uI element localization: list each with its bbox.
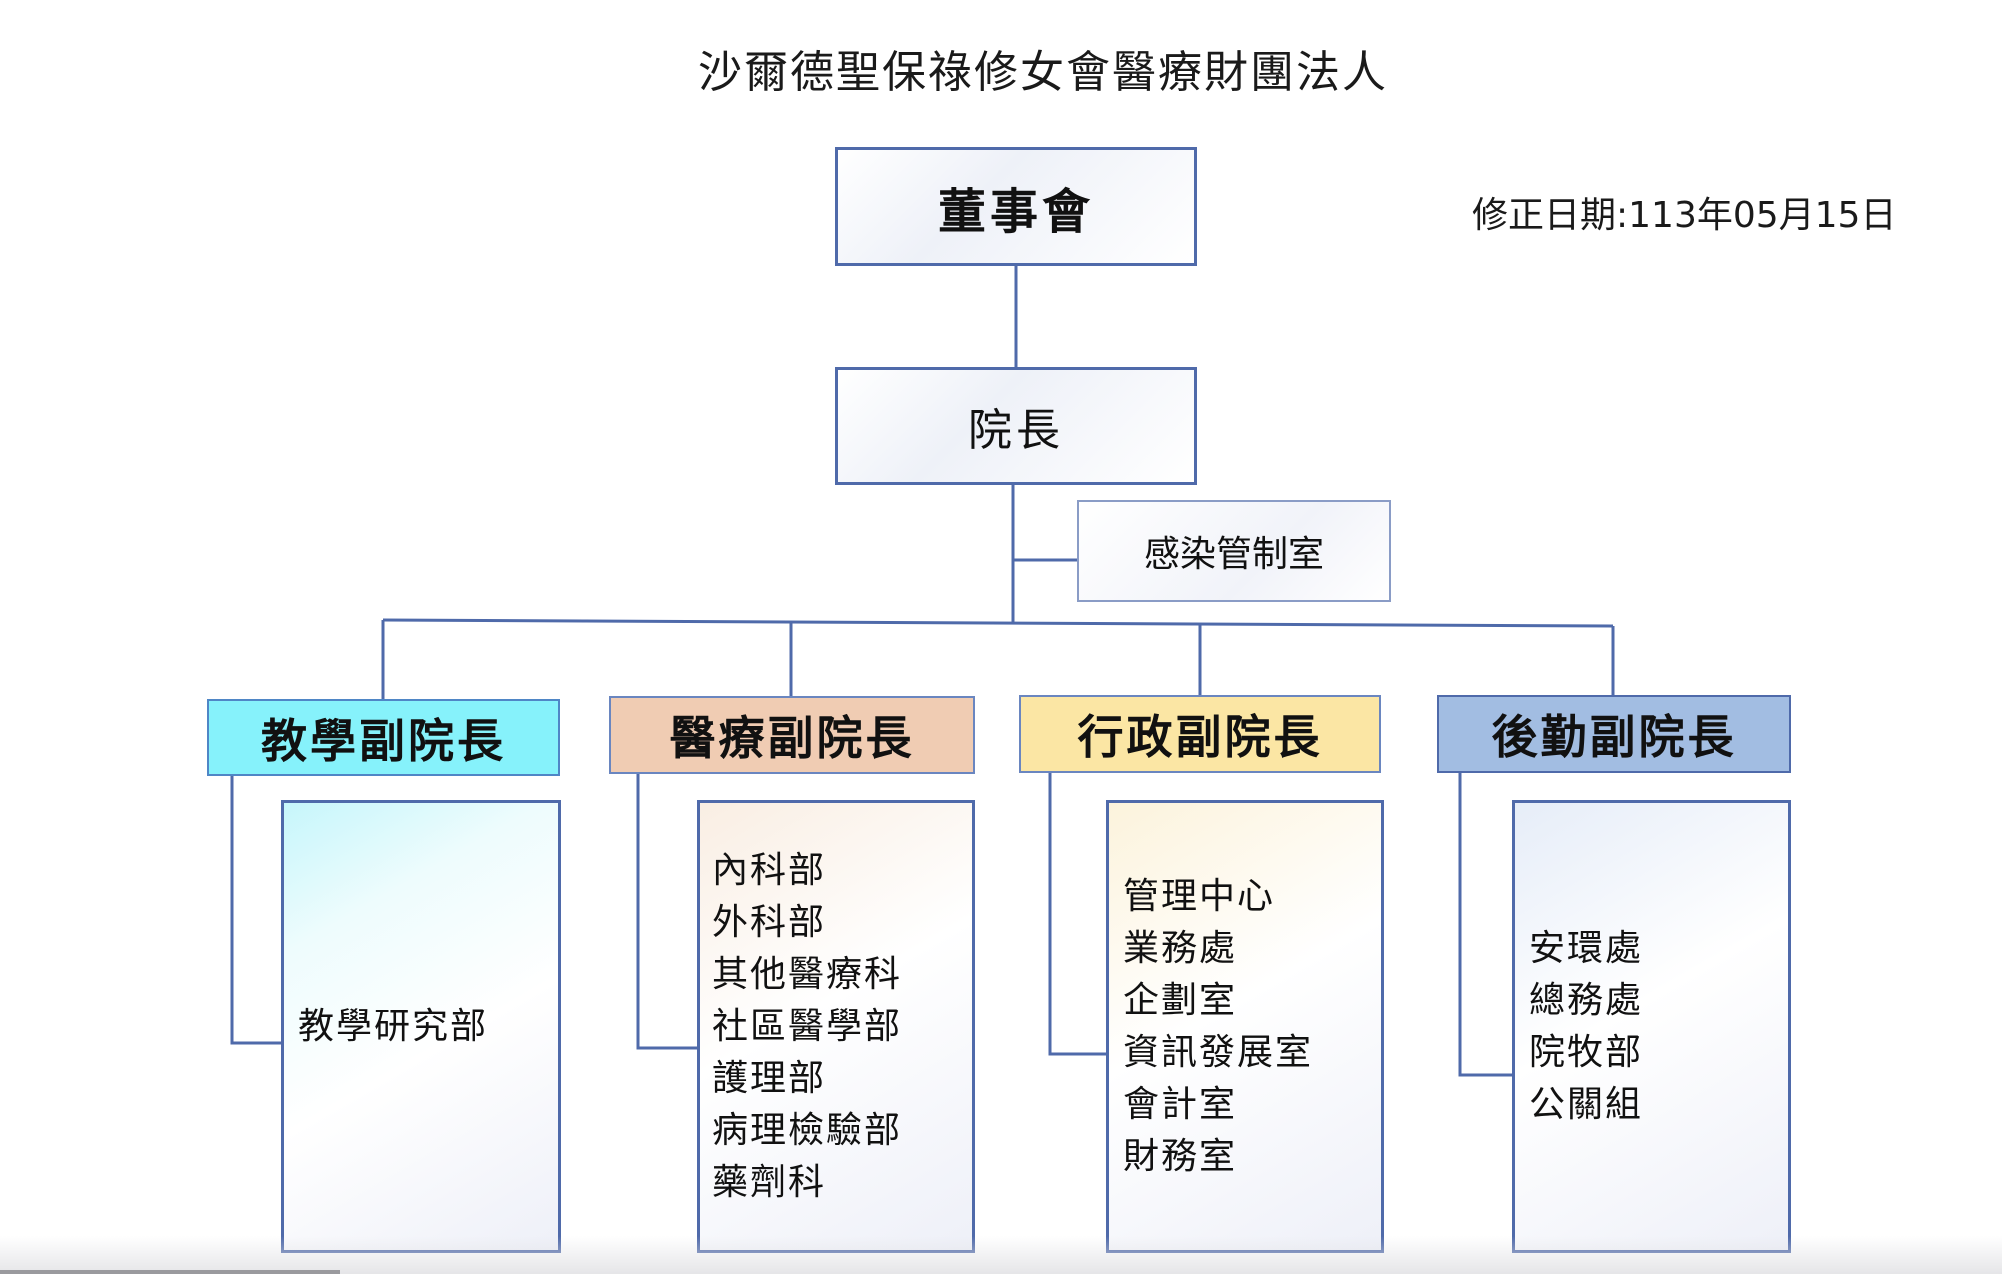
medical-department-list: 內科部 外科部 其他醫療科 社區醫學部 護理部 病理檢驗部 藥劑科 [700, 845, 902, 1209]
medical-departments-box: 內科部 外科部 其他醫療科 社區醫學部 護理部 病理檢驗部 藥劑科 [697, 800, 975, 1253]
department-item: 教學研究部 [298, 1005, 489, 1047]
department-item: 其他醫療科 [712, 953, 903, 995]
vp-logistics-box: 後勤副院長 [1437, 695, 1791, 773]
department-item: 總務處 [1529, 979, 1644, 1021]
infection-control-box: 感染管制室 [1077, 500, 1391, 602]
department-item: 企劃室 [1123, 979, 1238, 1021]
logistics-department-list: 安環處 總務處 院牧部 公關組 [1515, 923, 1643, 1131]
department-item: 病理檢驗部 [712, 1109, 903, 1151]
scroll-indicator [0, 1270, 340, 1274]
department-item: 藥劑科 [712, 1161, 827, 1203]
chart-title: 沙爾德聖保祿修女會醫療財團法人 [698, 47, 1388, 98]
vp-teaching-box: 教學副院長 [207, 699, 560, 776]
board-of-directors-box: 董事會 [835, 147, 1197, 266]
department-item: 資訊發展室 [1123, 1031, 1314, 1073]
vp-administration-box: 行政副院長 [1019, 695, 1381, 773]
department-item: 管理中心 [1123, 875, 1276, 917]
department-item: 公關組 [1529, 1083, 1644, 1125]
department-item: 財務室 [1123, 1135, 1238, 1177]
department-item: 院牧部 [1529, 1031, 1644, 1073]
department-item: 外科部 [712, 901, 827, 943]
logistics-departments-box: 安環處 總務處 院牧部 公關組 [1512, 800, 1791, 1253]
department-item: 會計室 [1123, 1083, 1238, 1125]
teaching-departments-box: 教學研究部 [281, 800, 561, 1253]
administration-department-list: 管理中心 業務處 企劃室 資訊發展室 會計室 財務室 [1109, 871, 1313, 1183]
president-box: 院長 [835, 367, 1197, 485]
department-item: 安環處 [1529, 927, 1644, 969]
department-item: 社區醫學部 [712, 1005, 903, 1047]
department-item: 業務處 [1123, 927, 1238, 969]
bottom-shadow [0, 1236, 2002, 1274]
teaching-department-list: 教學研究部 [284, 1001, 488, 1053]
department-item: 護理部 [712, 1057, 827, 1099]
revision-date: 修正日期:113年05月15日 [1472, 195, 1897, 236]
vp-medical-box: 醫療副院長 [609, 696, 975, 774]
department-item: 內科部 [712, 849, 827, 891]
administration-departments-box: 管理中心 業務處 企劃室 資訊發展室 會計室 財務室 [1106, 800, 1384, 1253]
